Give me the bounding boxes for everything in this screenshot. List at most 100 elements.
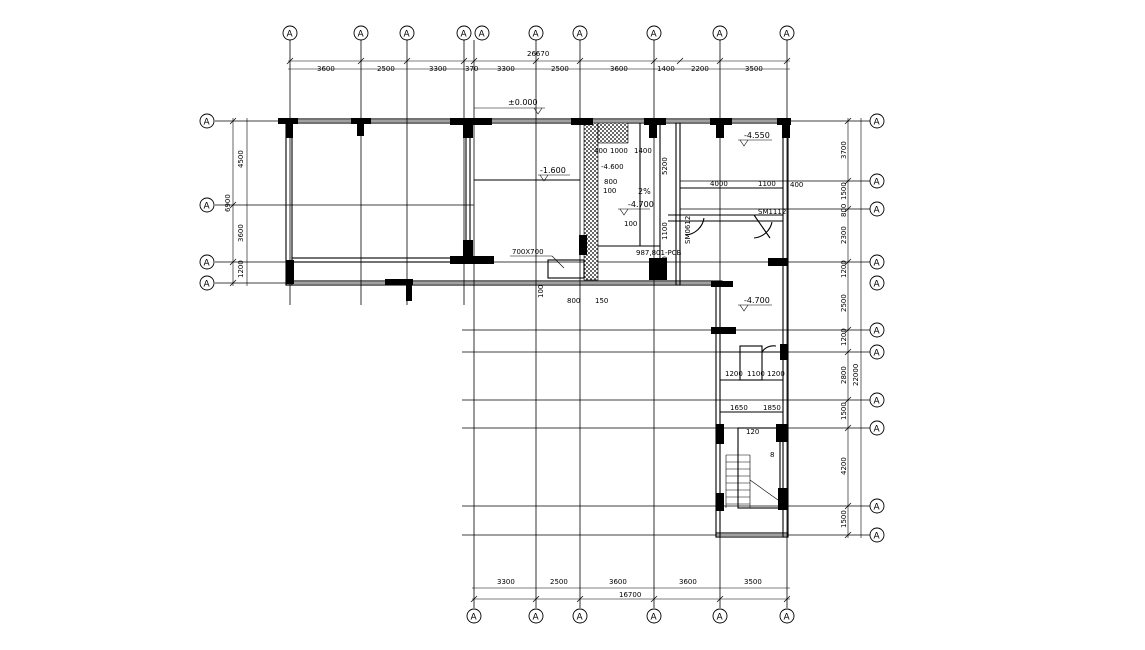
level-c: -4.700: [628, 200, 654, 209]
svg-text:A: A: [204, 259, 211, 269]
svg-text:A: A: [204, 202, 211, 212]
axis-bubble: A: [869, 275, 885, 291]
svg-text:A: A: [471, 613, 478, 623]
svg-text:A: A: [404, 30, 411, 40]
top-span: 3300: [429, 65, 447, 73]
axis-bubble: A: [199, 197, 215, 213]
svg-text:A: A: [577, 613, 584, 623]
svg-text:A: A: [717, 30, 724, 40]
left-span: 3600: [237, 224, 245, 242]
svg-text:A: A: [784, 30, 791, 40]
note-120: 120: [746, 428, 759, 436]
axis-bubble: A: [869, 527, 885, 543]
svg-text:A: A: [533, 613, 540, 623]
note-150: 150: [595, 297, 608, 305]
top-span: 370: [465, 65, 478, 73]
svg-text:A: A: [874, 503, 881, 513]
axis-bubble: A: [199, 275, 215, 291]
dimension-text: 26670 16700 3600 2500 3300 370 3300 2500…: [224, 50, 860, 599]
door-code: SM1112: [758, 208, 786, 216]
note-1100: 1100: [758, 180, 776, 188]
note-1650: 1650: [730, 404, 748, 412]
dimension-lines: [229, 57, 862, 603]
top-span: 2500: [551, 65, 569, 73]
svg-text:A: A: [874, 532, 881, 542]
svg-text:A: A: [479, 30, 486, 40]
top-span: 2200: [691, 65, 709, 73]
right-span: 2800: [840, 366, 848, 384]
door-code-2: SM0612: [684, 216, 692, 244]
svg-text:A: A: [784, 613, 791, 623]
note-800b: 800: [604, 178, 617, 186]
svg-text:A: A: [204, 118, 211, 128]
right-span: 1200: [840, 260, 848, 278]
svg-text:A: A: [577, 30, 584, 40]
svg-text:A: A: [874, 349, 881, 359]
level-e: -4.600: [601, 163, 624, 171]
left-span: 6900: [224, 194, 232, 212]
axis-bubble: A: [353, 25, 369, 41]
svg-text:A: A: [874, 206, 881, 216]
level-d: -4.700: [744, 296, 770, 305]
columns: [278, 118, 791, 511]
top-span: 3500: [745, 65, 763, 73]
right-span: 2500: [840, 294, 848, 312]
note-400: 400: [594, 147, 607, 155]
axis-bubble: A: [712, 608, 728, 624]
right-span: 22000: [852, 364, 860, 386]
svg-text:A: A: [874, 425, 881, 435]
note-1100c: 1100: [747, 370, 765, 378]
svg-text:A: A: [533, 30, 540, 40]
axis-bubble: A: [528, 25, 544, 41]
axis-bubble: A: [456, 25, 472, 41]
overall-top-dim: 26670: [527, 50, 549, 58]
svg-text:A: A: [874, 397, 881, 407]
axis-bubble: A: [199, 113, 215, 129]
axis-bubbles-top: A A A A A A A A A A: [282, 25, 795, 41]
left-span: 4500: [237, 150, 245, 168]
bottom-span: 2500: [550, 578, 568, 586]
level-a: -1.600: [540, 166, 566, 175]
axis-bubble: A: [646, 608, 662, 624]
top-span: 3600: [610, 65, 628, 73]
note-100c: 100: [603, 187, 616, 195]
axis-bubble: A: [779, 608, 795, 624]
right-span: 2300: [840, 226, 848, 244]
svg-text:A: A: [874, 259, 881, 269]
level-marks: ±0.000 -1.600 -4.550 -4.700 -4.700 -4.60…: [474, 98, 772, 312]
right-span: 1500: [840, 402, 848, 420]
svg-text:A: A: [358, 30, 365, 40]
grid-lines: [215, 40, 870, 608]
axis-bubble: A: [646, 25, 662, 41]
opening-label: 700X700: [512, 248, 544, 256]
axis-bubble: A: [869, 322, 885, 338]
axis-bubble: A: [869, 113, 885, 129]
axis-bubble: A: [869, 344, 885, 360]
axis-bubble: A: [572, 608, 588, 624]
axis-bubble: A: [869, 420, 885, 436]
level-ground: ±0.000: [508, 98, 538, 107]
bottom-span: 3600: [679, 578, 697, 586]
note-1200b: 1200: [767, 370, 785, 378]
bottom-span: 3600: [609, 578, 627, 586]
note-1400: 1400: [634, 147, 652, 155]
svg-text:A: A: [651, 30, 658, 40]
note-5200: 5200: [661, 157, 669, 175]
note-4000: 4000: [710, 180, 728, 188]
note-100b: 100: [537, 285, 545, 298]
top-span: 2500: [377, 65, 395, 73]
axis-bubble: A: [199, 254, 215, 270]
top-span: 3600: [317, 65, 335, 73]
note-1200a: 1200: [725, 370, 743, 378]
note-400b: 400: [790, 181, 803, 189]
svg-text:A: A: [287, 30, 294, 40]
note-8: 8: [770, 451, 774, 459]
axis-bubble: A: [712, 25, 728, 41]
note-100: 100: [624, 220, 637, 228]
svg-text:A: A: [461, 30, 468, 40]
right-span: 3700: [840, 141, 848, 159]
axis-bubble: A: [869, 201, 885, 217]
note-1000: 1000: [610, 147, 628, 155]
right-span: 1200: [840, 328, 848, 346]
